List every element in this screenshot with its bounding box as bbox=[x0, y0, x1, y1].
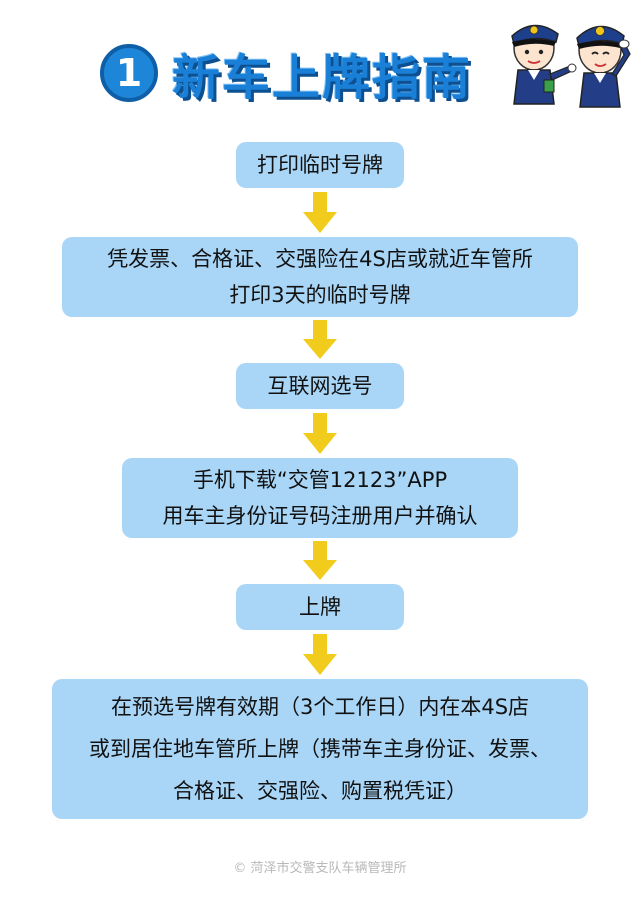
step-box-1: 打印临时号牌 bbox=[236, 142, 404, 188]
footer-watermark: © 菏泽市交警支队车辆管理所 bbox=[233, 861, 407, 876]
page-title: 1 新车上牌指南 bbox=[100, 38, 472, 108]
arrow-down-icon bbox=[303, 320, 337, 359]
step-4-line-1: 手机下载“交管12123”APP bbox=[192, 468, 448, 492]
title-text: 新车上牌指南 bbox=[172, 50, 473, 106]
police-officers-illustration bbox=[511, 24, 631, 108]
step-box-6: 在预选号牌有效期（3个工作日）内在本4S店 或到居住地车管所上牌（携带车主身份证… bbox=[52, 679, 588, 819]
step-box-4: 手机下载“交管12123”APP 用车主身份证号码注册用户并确认 bbox=[122, 458, 518, 538]
arrow-down-icon bbox=[303, 634, 337, 675]
step-2-line-1: 凭发票、合格证、交强险在4S店或就近车管所 bbox=[107, 247, 533, 271]
step-6-line-2: 或到居住地车管所上牌（携带车主身份证、发票、 bbox=[89, 737, 551, 761]
step-2-line-2: 打印3天的临时号牌 bbox=[229, 283, 411, 307]
step-box-3: 互联网选号 bbox=[236, 363, 404, 409]
arrow-down-icon bbox=[303, 413, 337, 454]
step-box-2: 凭发票、合格证、交强险在4S店或就近车管所 打印3天的临时号牌 bbox=[62, 237, 578, 317]
police-officer-point-icon bbox=[511, 24, 577, 105]
step-6-line-3: 合格证、交强险、购置税凭证） bbox=[173, 779, 467, 803]
step-5-text: 上牌 bbox=[299, 595, 341, 619]
police-officer-salute-icon bbox=[576, 25, 631, 108]
arrow-down-icon bbox=[303, 541, 337, 580]
arrow-down-icon bbox=[303, 192, 337, 233]
step-6-line-1: 在预选号牌有效期（3个工作日）内在本4S店 bbox=[110, 695, 530, 719]
step-1-text: 打印临时号牌 bbox=[257, 153, 383, 177]
step-4-line-2: 用车主身份证号码注册用户并确认 bbox=[162, 504, 478, 528]
step-number-badge: 1 bbox=[100, 44, 158, 102]
step-box-5: 上牌 bbox=[236, 584, 404, 630]
step-3-text: 互联网选号 bbox=[267, 374, 373, 398]
